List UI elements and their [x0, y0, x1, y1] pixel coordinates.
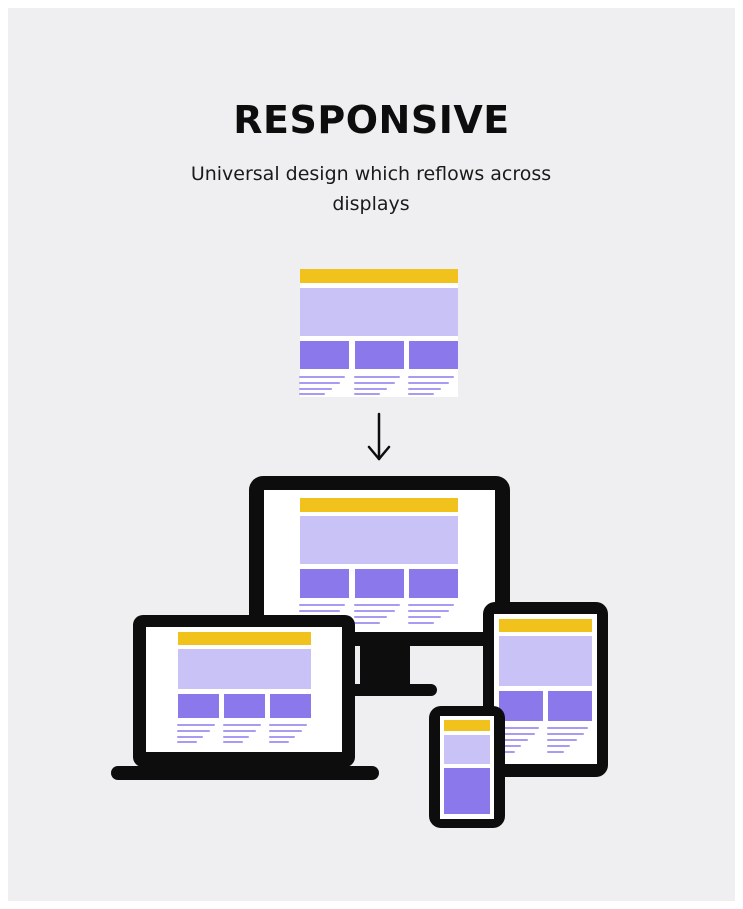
monitor-card-block: [409, 569, 458, 598]
wireframe-card-block: [409, 341, 458, 369]
laptop-hero-block: [178, 649, 311, 689]
phone-card-block: [444, 768, 490, 814]
monitor-card-block: [300, 569, 349, 598]
laptop-card-block: [270, 694, 311, 718]
wireframe-header-bar: [300, 269, 458, 283]
wireframe-card-block: [355, 341, 404, 369]
tablet-hero-block: [499, 636, 592, 686]
phone: [429, 706, 505, 828]
monitor-card-block: [355, 569, 404, 598]
monitor-hero-block: [300, 516, 458, 564]
laptop-screen: [146, 627, 342, 752]
wireframe-layout: [299, 269, 458, 397]
monitor-stand: [360, 640, 410, 688]
tablet-header-bar: [499, 619, 592, 632]
monitor-foot: [345, 684, 437, 696]
down-arrow-icon: [367, 412, 391, 461]
page-subtitle: Universal design which reflows across di…: [190, 163, 552, 215]
phone-header-bar: [444, 720, 490, 731]
laptop-card-block: [224, 694, 265, 718]
tablet: [483, 602, 608, 777]
laptop-header-bar: [178, 632, 311, 645]
monitor-header-bar: [300, 498, 458, 512]
wireframe-text-lines: [299, 376, 454, 395]
tablet-card-block: [499, 691, 543, 721]
tablet-card-block: [548, 691, 592, 721]
desktop-monitor: [249, 476, 510, 696]
phone-hero-block: [444, 735, 490, 764]
page-title: RESPONSIVE: [233, 98, 510, 142]
wireframe-hero-block: [300, 288, 458, 336]
laptop: [111, 615, 379, 780]
laptop-card-block: [178, 694, 219, 718]
laptop-base: [111, 766, 379, 780]
slide-background: [8, 8, 735, 901]
wireframe-card-block: [300, 341, 349, 369]
laptop-text-lines: [177, 724, 307, 743]
